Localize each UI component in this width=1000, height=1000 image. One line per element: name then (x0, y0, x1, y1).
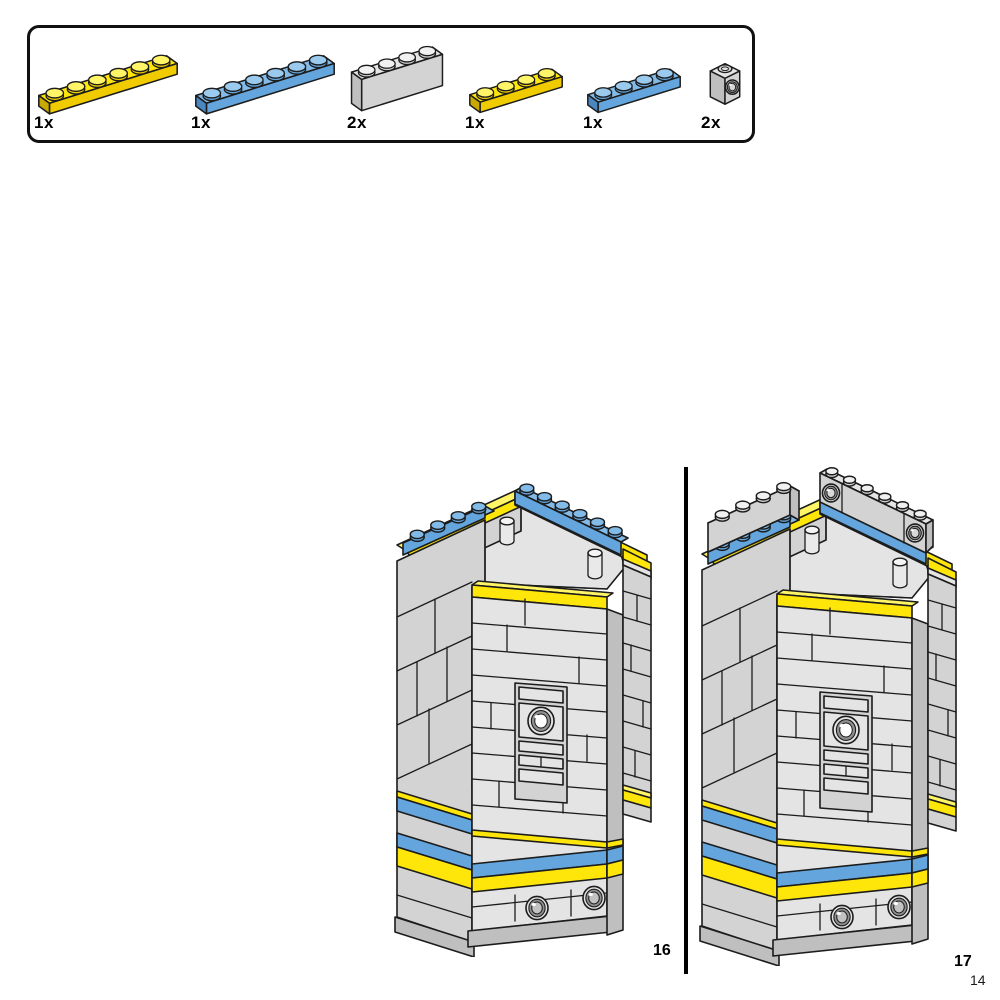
parts-box: 1x 1x 2x 1x 1x 2x (27, 25, 755, 143)
part-qty-label: 2x (701, 113, 721, 132)
gray-1x4-brick-icon (350, 45, 444, 112)
yellow-1x4-plate-icon (469, 68, 563, 114)
page-number: 14 (970, 972, 986, 988)
part-qty-label: 1x (34, 113, 54, 132)
step-16-build-illustration (394, 483, 652, 957)
part-qty-label: 1x (465, 113, 485, 132)
yellow-1x6-plate-icon (38, 54, 178, 115)
part-qty-label: 1x (191, 113, 211, 132)
part-qty-label: 2x (347, 113, 367, 132)
step-number-17: 17 (954, 953, 972, 970)
step-number-16: 16 (653, 942, 671, 959)
part-qty-label: 1x (583, 113, 603, 132)
step-17-build-illustration (699, 467, 957, 966)
blue-1x6-plate-icon (195, 54, 335, 115)
gray-1x1-technic-brick-icon (709, 62, 741, 105)
step-divider (684, 467, 688, 974)
blue-1x4-plate-icon (587, 68, 681, 114)
